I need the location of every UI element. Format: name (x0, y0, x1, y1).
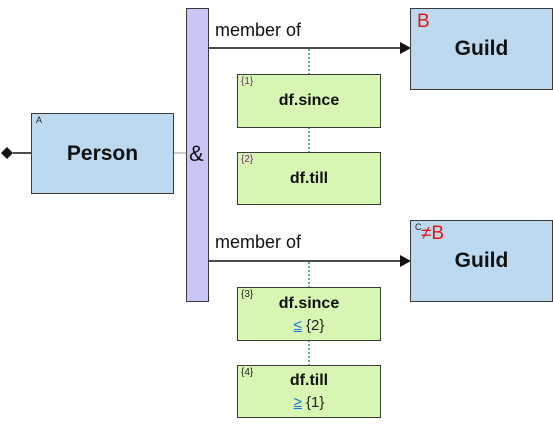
guild-bottom-variable: ≠B (421, 223, 445, 244)
attr-since-bottom-tag: {3} (241, 289, 254, 300)
ge-operator: ≥ (293, 394, 302, 411)
conjunction-bar[interactable] (186, 8, 209, 302)
attr-till-bottom-ref: {1} (306, 394, 325, 411)
attr-since-bottom[interactable]: {3} df.since ≤ {2} (237, 287, 381, 341)
relation-bottom-label: member of (215, 232, 302, 252)
guild-top-variable: B (417, 11, 430, 32)
le-operator: ≤ (293, 316, 302, 334)
person-corner-label: A (36, 115, 43, 125)
attr-since-bottom-ref: {2} (306, 316, 325, 334)
attr-till-bottom-tag: {4} (241, 367, 254, 378)
root-diamond (1, 147, 13, 159)
attr-till-bottom-constraint: ≥ {1} (294, 394, 325, 411)
attr-since-bottom-name: df.since (278, 294, 340, 312)
relation-top-label: member of (215, 20, 302, 40)
attr-till-top[interactable]: {2} df.till (237, 152, 381, 205)
attr-since-top-tag: {1} (241, 76, 254, 87)
attr-till-bottom-name: df.till (289, 372, 329, 389)
attr-till-bottom[interactable]: {4} df.till ≥ {1} (237, 365, 381, 418)
relation-top-arrowhead (400, 42, 411, 54)
conjunction-symbol: & (189, 141, 204, 166)
person-label: Person (66, 141, 139, 165)
attr-since-top-name: df.since (278, 92, 340, 109)
attr-till-top-tag: {2} (241, 154, 254, 165)
relation-bottom-arrowhead (400, 255, 411, 267)
attr-since-bottom-constraint: ≤ {2} (294, 317, 325, 334)
attr-till-top-name: df.till (289, 169, 329, 187)
attr-since-top[interactable]: {1} df.since (237, 74, 381, 128)
guild-bottom-corner-label: C (415, 222, 422, 232)
guild-top-entity[interactable]: B Guild (410, 8, 553, 90)
guild-top-label: Guild (454, 37, 509, 60)
guild-bottom-label: Guild (454, 249, 509, 272)
guild-bottom-entity[interactable]: C ≠B Guild (410, 220, 553, 302)
person-entity[interactable]: A Person (31, 113, 174, 194)
